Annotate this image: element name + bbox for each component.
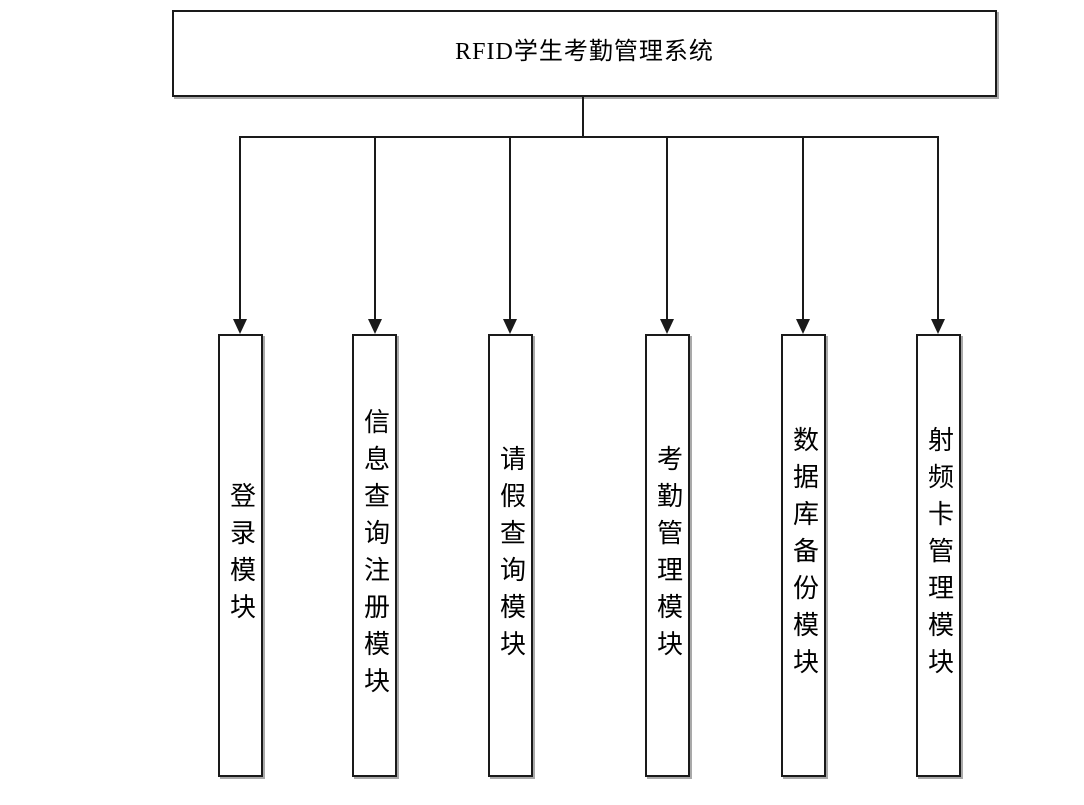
connector-drop-line-info-query-register: [374, 136, 376, 321]
module-label-info-query-register: 信息查询注册模块: [360, 407, 390, 704]
module-box-info-query-register: 信息查询注册模块: [352, 334, 397, 777]
arrowhead-down-icon-attendance-management: [660, 319, 674, 334]
module-box-attendance-management: 考勤管理模块: [645, 334, 690, 777]
connector-drop-line-login: [239, 136, 241, 321]
connector-drop-line-leave-query: [509, 136, 511, 321]
module-box-database-backup: 数据库备份模块: [781, 334, 826, 777]
connector-drop-line-attendance-management: [666, 136, 668, 321]
arrowhead-down-icon-database-backup: [796, 319, 810, 334]
root-node-box: RFID学生考勤管理系统: [172, 10, 997, 97]
module-label-login: 登录模块: [226, 481, 256, 630]
module-box-login: 登录模块: [218, 334, 263, 777]
module-label-rfid-card-management: 射频卡管理模块: [924, 426, 954, 685]
connector-drop-line-database-backup: [802, 136, 804, 321]
arrowhead-down-icon-info-query-register: [368, 319, 382, 334]
arrowhead-down-icon-leave-query: [503, 319, 517, 334]
module-label-leave-query: 请假查询模块: [496, 444, 526, 667]
module-box-rfid-card-management: 射频卡管理模块: [916, 334, 961, 777]
connector-drop-line-rfid-card-management: [937, 136, 939, 321]
connector-trunk-line: [582, 96, 584, 138]
arrowhead-down-icon-rfid-card-management: [931, 319, 945, 334]
module-label-database-backup: 数据库备份模块: [789, 426, 819, 685]
arrowhead-down-icon-login: [233, 319, 247, 334]
module-box-leave-query: 请假查询模块: [488, 334, 533, 777]
root-node-label: RFID学生考勤管理系统: [455, 39, 714, 65]
connector-bus-line: [239, 136, 939, 138]
module-label-attendance-management: 考勤管理模块: [653, 444, 683, 667]
